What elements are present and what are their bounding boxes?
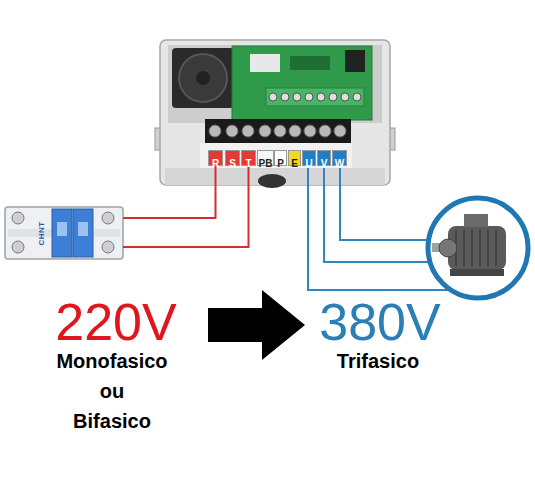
- terminal-label: P: [274, 150, 287, 166]
- terminal-label: U: [302, 150, 316, 166]
- circuit-breaker: [5, 207, 123, 259]
- direction-arrow: [208, 290, 305, 360]
- terminal-label: R: [208, 150, 223, 166]
- circuit-breaker: CHNT: [5, 207, 123, 259]
- motor-wires: [308, 168, 448, 290]
- terminal-name: R: [212, 158, 219, 170]
- terminal-label: V: [317, 150, 331, 166]
- phase-text: Trifasico: [337, 350, 419, 372]
- terminal-name: T: [245, 158, 251, 170]
- voltage-value: 220V: [55, 294, 176, 351]
- terminal-name: PB: [259, 158, 273, 170]
- terminal-name: P: [277, 158, 284, 170]
- terminal-label: T: [241, 150, 256, 166]
- terminal-label: E: [288, 150, 301, 166]
- terminal-label: W: [332, 150, 347, 166]
- voltage-value: 380V: [319, 294, 440, 351]
- power-wire: [123, 166, 249, 247]
- terminal-name: S: [229, 158, 236, 170]
- terminal-label: S: [225, 150, 240, 166]
- terminal-name: U: [305, 158, 312, 170]
- terminal-label: PB: [257, 150, 274, 166]
- terminal-name: V: [321, 158, 328, 170]
- terminal-name: W: [335, 158, 344, 170]
- phase-text: ou: [100, 380, 124, 402]
- inverter-housing: [155, 40, 395, 188]
- motor: [428, 198, 528, 298]
- power-wire: [123, 166, 216, 218]
- brand-text: CHNT: [37, 221, 46, 245]
- phase-text: Monofasico: [56, 350, 167, 372]
- terminal-name: E: [291, 158, 298, 170]
- phase-text: Bifasico: [73, 410, 151, 432]
